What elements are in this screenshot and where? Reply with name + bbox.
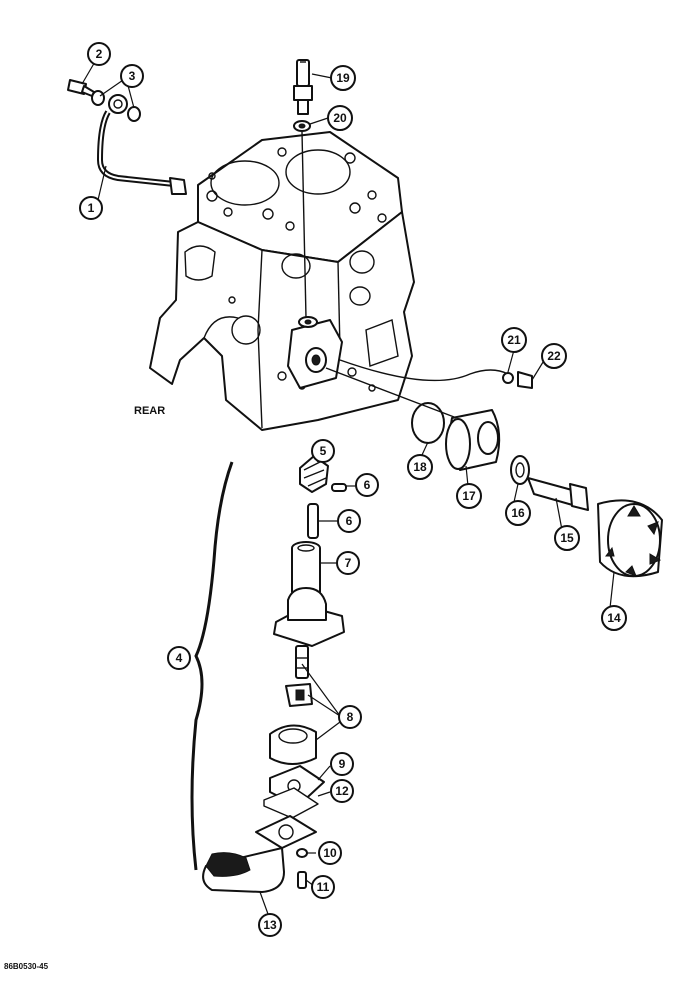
callout-10: 10: [318, 841, 342, 865]
svg-text:12: 12: [335, 784, 349, 798]
oil-pump-assembly: [190, 455, 347, 893]
svg-text:8: 8: [347, 710, 354, 724]
callout-15: 15: [554, 525, 580, 551]
callout-5: 5: [311, 439, 335, 463]
engine-block: [149, 131, 415, 431]
callout-6-shaft: 6: [337, 509, 361, 533]
rear-label: REAR: [134, 405, 165, 417]
svg-text:5: 5: [320, 444, 327, 458]
svg-text:2: 2: [96, 47, 103, 61]
callout-9: 9: [330, 752, 354, 776]
svg-text:21: 21: [507, 333, 521, 347]
svg-text:13: 13: [263, 918, 277, 932]
callout-2: 2: [87, 42, 111, 66]
callout-3: 3: [120, 64, 144, 88]
callout-20: 20: [327, 105, 353, 131]
svg-text:9: 9: [339, 757, 346, 771]
callout-16: 16: [505, 500, 531, 526]
callout-14: 14: [601, 605, 627, 631]
callout-1: 1: [79, 196, 103, 220]
svg-text:11: 11: [317, 880, 330, 894]
callout-18: 18: [407, 454, 433, 480]
callout-13: 13: [258, 913, 282, 937]
oil-pressure-switch: [293, 59, 313, 319]
callout-7: 7: [336, 551, 360, 575]
svg-text:7: 7: [345, 556, 352, 570]
callout-17: 17: [456, 483, 482, 509]
svg-text:1: 1: [88, 201, 95, 215]
svg-text:19: 19: [336, 71, 350, 85]
callout-8: 8: [338, 705, 362, 729]
svg-text:6: 6: [364, 478, 371, 492]
svg-text:20: 20: [333, 111, 347, 125]
figure-id: 86B0530-45: [4, 962, 49, 971]
svg-text:14: 14: [607, 611, 621, 625]
svg-text:10: 10: [323, 846, 337, 860]
callout-21: 21: [501, 327, 527, 353]
svg-text:4: 4: [176, 651, 183, 665]
callout-6-pin: 6: [355, 473, 379, 497]
svg-text:18: 18: [413, 460, 427, 474]
svg-text:17: 17: [462, 489, 476, 503]
svg-text:22: 22: [547, 349, 561, 363]
svg-text:15: 15: [560, 531, 574, 545]
callout-12: 12: [330, 779, 354, 803]
svg-text:6: 6: [346, 514, 353, 528]
callout-4: 4: [167, 646, 191, 670]
oil-pipe-assembly: [67, 79, 187, 195]
oil-filter-assembly: [325, 359, 663, 578]
callout-19: 19: [330, 65, 356, 91]
callout-22: 22: [541, 343, 567, 369]
svg-text:16: 16: [511, 506, 525, 520]
svg-text:3: 3: [129, 69, 136, 83]
callout-11: 11: [311, 875, 335, 899]
leader-lines: [81, 59, 615, 915]
